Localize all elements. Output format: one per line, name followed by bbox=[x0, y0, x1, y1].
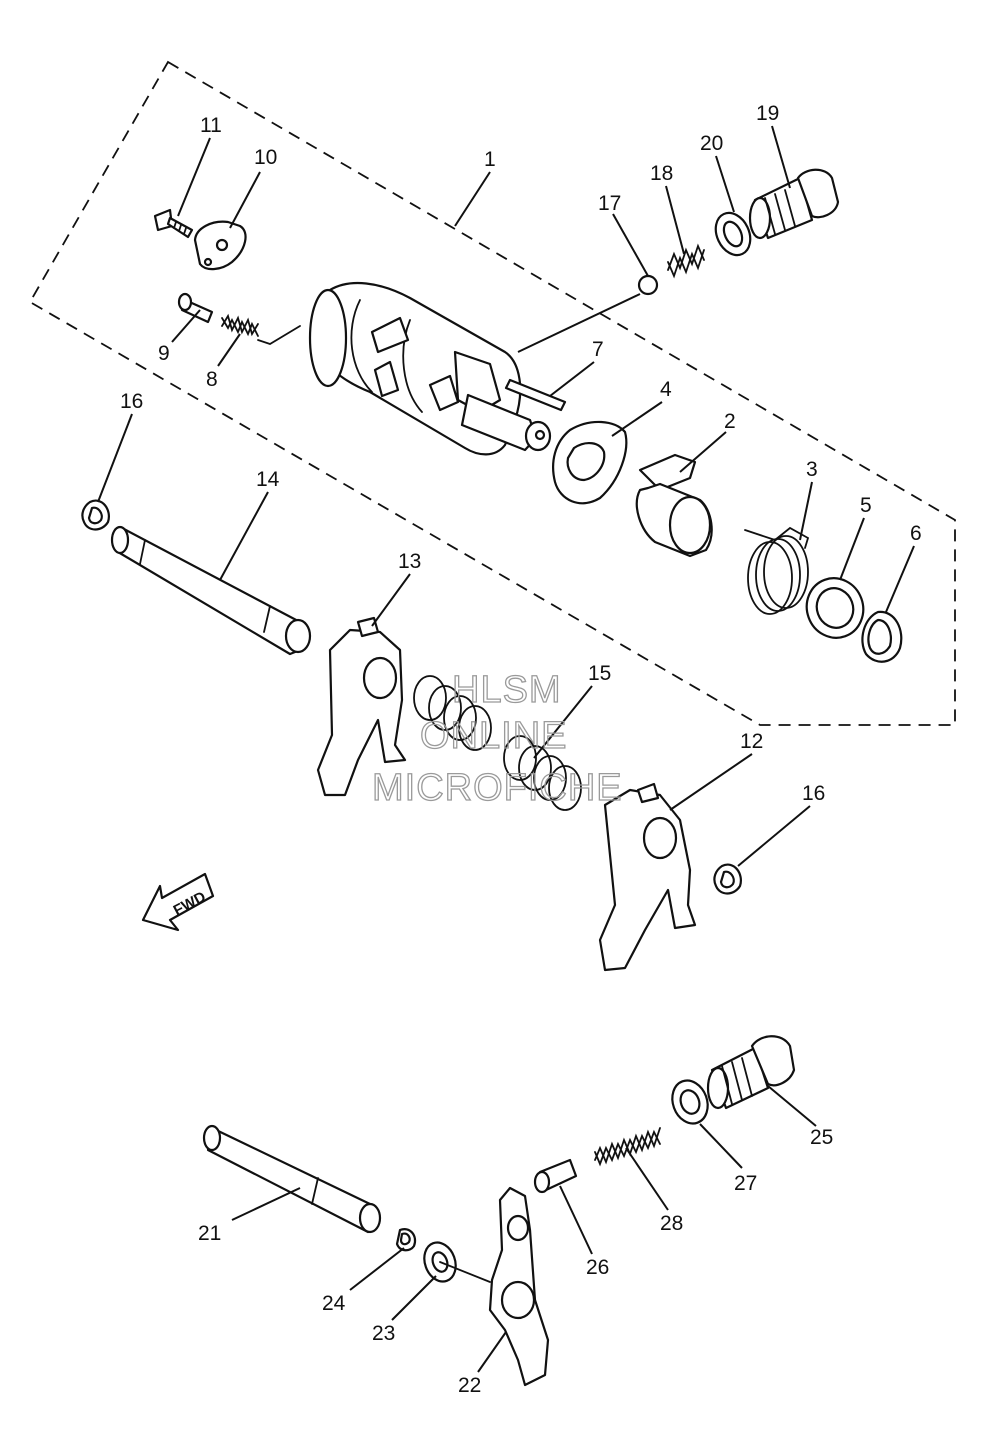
callout-labels: 11 10 1 9 8 7 4 2 3 5 6 17 18 20 19 16 1… bbox=[120, 102, 922, 1397]
part-14-shaft bbox=[110, 525, 312, 656]
part-8-spring bbox=[221, 313, 301, 345]
callout-2: 2 bbox=[724, 410, 736, 433]
part-16-circlip-lower bbox=[713, 863, 742, 895]
watermark-line-1: HLSM bbox=[452, 669, 562, 711]
part-1-shift-drum bbox=[308, 281, 552, 456]
callout-16-upper: 16 bbox=[120, 390, 143, 413]
callout-21: 21 bbox=[198, 1222, 221, 1245]
callout-17: 17 bbox=[598, 192, 621, 215]
part-26-pin bbox=[533, 1158, 578, 1194]
callout-25: 25 bbox=[810, 1126, 833, 1149]
callout-7: 7 bbox=[592, 338, 604, 361]
part-20-washer bbox=[714, 211, 752, 257]
part-5-washer bbox=[805, 577, 865, 639]
assembly-boundary bbox=[28, 60, 956, 726]
part-27-washer bbox=[671, 1079, 709, 1125]
callout-8: 8 bbox=[206, 368, 218, 391]
callout-15: 15 bbox=[588, 662, 611, 685]
callout-5: 5 bbox=[860, 494, 872, 517]
callout-19: 19 bbox=[756, 102, 779, 125]
part-24-circlip bbox=[395, 1228, 417, 1252]
callout-11: 11 bbox=[200, 114, 222, 137]
part-18-spring bbox=[667, 243, 705, 279]
part-13-shift-fork bbox=[316, 616, 407, 797]
watermark-line-3: MICROFICHE bbox=[372, 767, 623, 809]
callout-26: 26 bbox=[586, 1256, 609, 1279]
fwd-direction-arrow: FWD bbox=[141, 872, 215, 932]
part-2-segment bbox=[635, 453, 713, 558]
part-23-washer bbox=[423, 1241, 491, 1283]
part-4-plate bbox=[552, 420, 628, 505]
callout-3: 3 bbox=[806, 458, 818, 481]
callout-14: 14 bbox=[256, 468, 280, 491]
part-19-plug-bolt bbox=[748, 168, 840, 240]
watermark-line-2: ONLINE bbox=[420, 715, 567, 757]
callout-10: 10 bbox=[254, 146, 277, 169]
part-25-plug-bolt bbox=[706, 1035, 796, 1110]
part-28-spring bbox=[594, 1127, 661, 1167]
part-16-circlip-upper bbox=[81, 499, 110, 531]
callout-24: 24 bbox=[322, 1292, 346, 1315]
part-15-springs bbox=[413, 675, 582, 811]
callout-20: 20 bbox=[700, 132, 723, 155]
callout-9: 9 bbox=[158, 342, 170, 365]
callout-1: 1 bbox=[484, 148, 496, 171]
callout-16-lower: 16 bbox=[802, 782, 825, 805]
part-12-shift-fork bbox=[598, 782, 697, 972]
part-9-pin bbox=[177, 292, 214, 324]
callout-13: 13 bbox=[398, 550, 421, 573]
callout-23: 23 bbox=[372, 1322, 395, 1345]
part-17-ball bbox=[637, 274, 659, 296]
part-21-shaft bbox=[202, 1124, 382, 1234]
callout-27: 27 bbox=[734, 1172, 757, 1195]
callout-4: 4 bbox=[660, 378, 672, 401]
callout-18: 18 bbox=[650, 162, 673, 185]
part-10-plate bbox=[193, 220, 247, 271]
callout-6: 6 bbox=[910, 522, 922, 545]
part-6-circlip bbox=[861, 610, 903, 663]
part-3-torsion-spring bbox=[744, 526, 810, 615]
watermark: HLSM ONLINE MICROFICHE bbox=[371, 668, 623, 809]
leader-lines bbox=[97, 125, 915, 1373]
part-22-shift-arm bbox=[488, 1186, 550, 1387]
part-7-pin bbox=[504, 378, 567, 412]
callout-28: 28 bbox=[660, 1212, 683, 1235]
part-11-screw bbox=[153, 208, 194, 239]
callout-12: 12 bbox=[740, 730, 763, 753]
callout-22: 22 bbox=[458, 1374, 481, 1397]
